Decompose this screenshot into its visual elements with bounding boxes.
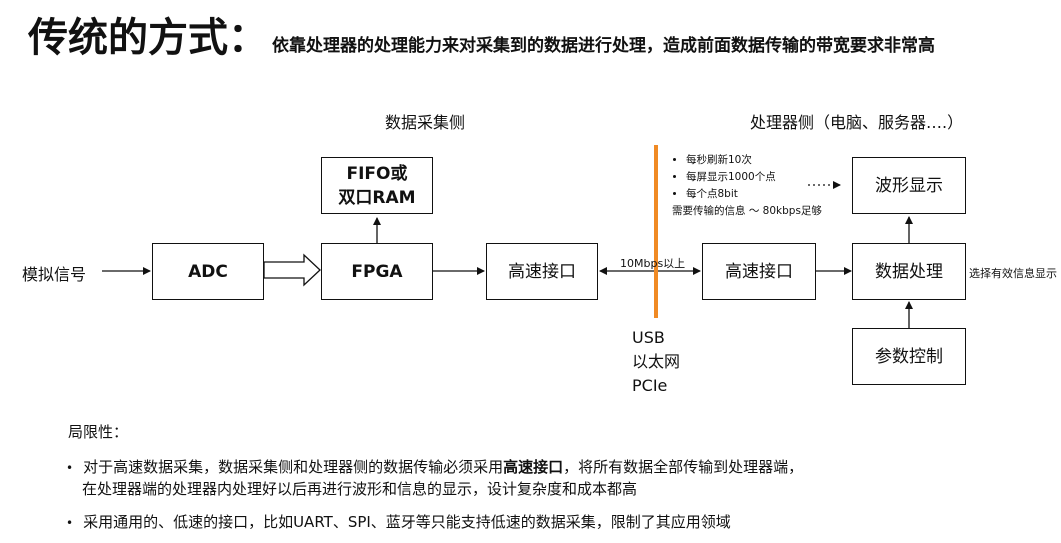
- bullet-marker: •: [66, 461, 74, 475]
- note-bandwidth-summary: 需要传输的信息 ～ 80kbps足够: [672, 205, 822, 217]
- adc-box: ADC: [152, 243, 264, 300]
- link-speed-label: 10Mbps以上: [620, 257, 686, 270]
- data-processing-label: 数据处理: [875, 261, 943, 282]
- fpga-box: FPGA: [321, 243, 433, 300]
- waveform-display-box: 波形显示: [852, 157, 966, 214]
- fifo-box: FIFO或 双口RAM: [321, 157, 433, 214]
- analog-signal-label: 模拟信号: [22, 265, 87, 284]
- hs-interface-left-box: 高速接口: [486, 243, 598, 300]
- bullet-marker: •: [66, 516, 74, 530]
- waveform-display-label: 波形显示: [875, 175, 943, 196]
- limitation-1-text-pre: 对于高速数据采集，数据采集侧和处理器侧的数据传输必须采用: [83, 458, 504, 476]
- acquisition-side-label: 数据采集侧: [385, 113, 466, 132]
- hs-interface-right-box: 高速接口: [702, 243, 816, 300]
- limitation-2-text: 采用通用的、低速的接口，比如UART、SPI、蓝牙等只能支持低速的数据采集，限制…: [83, 513, 731, 531]
- limitation-item-1-line2: 在处理器端的处理器内处理好以后再进行波形和信息的显示，设计复杂度和成本都高: [82, 480, 638, 498]
- param-control-label: 参数控制: [875, 346, 943, 367]
- limitation-1-text-bold: 高速接口: [503, 458, 564, 476]
- limitation-item-1: • 对于高速数据采集，数据采集侧和处理器侧的数据传输必须采用高速接口，将所有数据全…: [66, 456, 803, 479]
- limitation-1-text-post: ，将所有数据全部传输到处理器端，: [563, 458, 804, 476]
- interface-ethernet: 以太网: [632, 352, 681, 371]
- limitations-heading: 局限性：: [68, 423, 129, 441]
- note-points-per-screen: 每屏显示1000个点: [686, 169, 822, 186]
- note-refresh-rate: 每秒刷新10次: [686, 152, 822, 169]
- interface-pcie: PCIe: [632, 376, 668, 395]
- hs-interface-right-label: 高速接口: [725, 261, 793, 282]
- hs-interface-left-label: 高速接口: [508, 261, 576, 282]
- adc-label: ADC: [188, 261, 228, 282]
- interface-usb: USB: [632, 328, 665, 347]
- data-processing-box: 数据处理: [852, 243, 966, 300]
- arrow-adc-fpga: [263, 253, 321, 287]
- fpga-label: FPGA: [351, 261, 403, 282]
- fifo-label-line1: FIFO或: [346, 163, 408, 184]
- param-control-box: 参数控制: [852, 328, 966, 385]
- select-info-label: 选择有效信息显示: [969, 267, 1057, 280]
- processor-side-label: 处理器侧（电脑、服务器….）: [750, 113, 964, 132]
- limitation-item-2: • 采用通用的、低速的接口，比如UART、SPI、蓝牙等只能支持低速的数据采集，限…: [66, 511, 731, 534]
- note-bits-per-point: 每个点8bit: [686, 186, 822, 203]
- page-title: 传统的方式：: [28, 15, 268, 61]
- requirement-notes: 每秒刷新10次 每屏显示1000个点 每个点8bit 需要传输的信息 ～ 80k…: [672, 152, 822, 220]
- interface-list: USB 以太网 PCIe: [632, 326, 680, 398]
- fifo-label-line2: 双口RAM: [338, 187, 416, 208]
- page-subtitle: 依靠处理器的处理能力来对采集到的数据进行处理，造成前面数据传输的带宽要求非常高: [272, 36, 935, 56]
